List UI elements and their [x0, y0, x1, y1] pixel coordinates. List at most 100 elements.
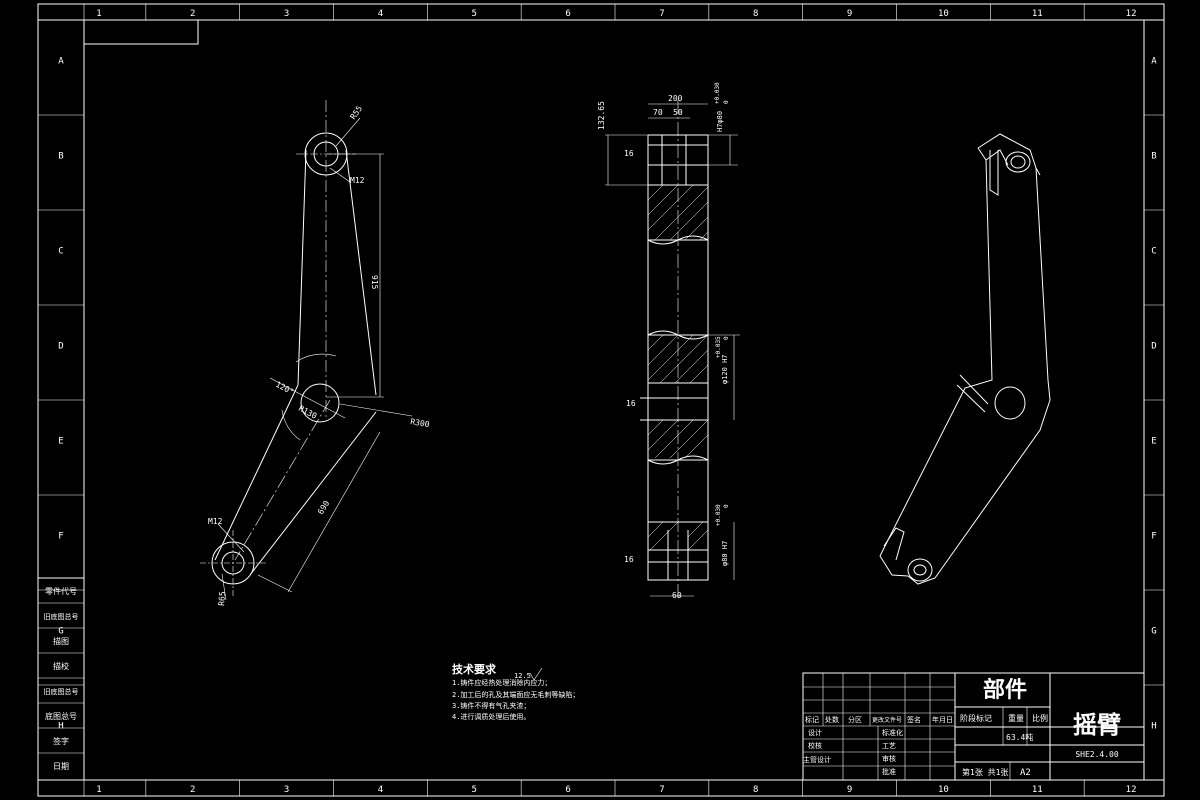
role-design: 设计 — [808, 728, 822, 737]
weight-value: 63.4吨 — [1006, 732, 1033, 742]
dim-690: 690 — [316, 499, 331, 516]
zone-row-G-left: G — [58, 627, 63, 637]
dim-m12-bottom: M12 — [208, 517, 223, 526]
strip-label-2: 描图 — [53, 636, 69, 646]
inner-border — [83, 19, 1145, 781]
zone-col-1-top: 1 — [96, 9, 101, 19]
zone-col-10-top: 10 — [938, 9, 949, 19]
role-standard: 标准化 — [882, 728, 903, 737]
dim-m12-top: M12 — [350, 176, 365, 185]
sec-dim-50: 50 — [673, 108, 683, 117]
sec-dim-16-top: 16 — [624, 149, 634, 158]
zone-row-F-left: F — [58, 532, 63, 542]
top-left-box — [83, 19, 199, 45]
sec-dim-132: 132.65 — [597, 101, 606, 130]
sec-dim-h7phi80-top: H7φ80 — [716, 111, 724, 132]
sec-dim-16-bot: 16 — [624, 555, 634, 564]
dim-120deg: 120° — [274, 380, 295, 397]
strip-label-0: 零件代号 — [45, 586, 77, 596]
zone-row-H-left: H — [58, 722, 63, 732]
zone-col-6-bot: 6 — [565, 785, 570, 795]
zone-col-4-bot: 4 — [378, 785, 383, 795]
role-process: 工艺 — [882, 742, 896, 750]
left-strip: 零件代号 旧底图总号 描图 描校 旧底图总号 底图总号 签字 日期 — [37, 577, 85, 781]
strip-label-1: 旧底图总号 — [44, 612, 79, 621]
zone-col-5-top: 5 — [472, 9, 477, 19]
zone-col-10-bot: 10 — [938, 785, 949, 795]
strip-label-6: 签字 — [53, 736, 69, 746]
title-block: 标记 处数 分区 更改文件号 签名 年月日 设计 校核 主管设计 标准化 工艺 … — [802, 672, 1145, 781]
sec-dim-tol-top: +0.030 — [714, 82, 721, 104]
th-count: 处数 — [825, 715, 839, 724]
sec-dim-16-mid: 16 — [626, 399, 636, 408]
zone-row-H-right: H — [1151, 722, 1156, 732]
strip-label-5: 底图总号 — [45, 711, 77, 721]
th-mark: 标记 — [805, 715, 819, 724]
dim-r55: R55 — [348, 104, 364, 121]
sec-dim-tol-top-0: 0 — [723, 100, 730, 104]
zone-row-A-right: A — [1151, 57, 1157, 67]
zone-row-B-right: B — [1151, 152, 1156, 162]
zone-col-7-top: 7 — [659, 9, 664, 19]
strip-label-3: 描校 — [53, 661, 69, 671]
role-review: 审核 — [882, 754, 896, 763]
zone-col-9-top: 9 — [847, 9, 852, 19]
sec-dim-200: 200 — [668, 94, 683, 103]
sec-dim-tol-mid-0: 0 — [723, 336, 730, 340]
role-chief: 主管设计 — [803, 755, 831, 764]
sec-dim-phi80: φ80 H7 — [721, 541, 729, 566]
zone-row-A-left: A — [58, 57, 64, 67]
zone-col-7-bot: 7 — [659, 785, 664, 795]
strip-label-4: 旧底图总号 — [44, 687, 79, 696]
note-line-1: 1.铸件应经热处理消除内应力； — [452, 678, 551, 687]
note-line-2: 2.加工后的孔及其端面应无毛刺等缺陷； — [452, 690, 579, 699]
sec-dim-tol-mid: +0.035 — [715, 336, 722, 358]
technical-notes: 技术要求 12.5 1.铸件应经热处理消除内应力； 2.加工后的孔及其端面应无毛… — [452, 662, 579, 721]
dim-915: 915 — [370, 275, 379, 290]
role-check: 校核 — [808, 741, 822, 750]
zone-row-G-right: G — [1151, 627, 1156, 637]
th-sign: 签名 — [907, 715, 921, 724]
zone-row-C-left: C — [58, 247, 63, 257]
zone-row-E-right: E — [1151, 437, 1156, 447]
front-view: R55 M12 915 R130 R300 M12 R65 690 120° — [200, 100, 430, 606]
th-date: 年月日 — [932, 715, 953, 724]
notes-title: 技术要求 — [452, 662, 497, 676]
note-line-4: 4.进行调质处理后使用。 — [452, 712, 530, 721]
note-line-3: 3.铸件不得有气孔夹渣； — [452, 701, 530, 710]
sec-dim-60: 60 — [672, 591, 682, 600]
zone-row-D-left: D — [58, 342, 63, 352]
zone-col-4-top: 4 — [378, 9, 383, 19]
sec-dim-tol-bot: +0.030 — [715, 504, 722, 526]
zone-col-8-bot: 8 — [753, 785, 758, 795]
zone-col-5-bot: 5 — [472, 785, 477, 795]
strip-label-7: 日期 — [53, 762, 69, 771]
th-zone: 分区 — [848, 715, 862, 724]
zone-col-3-top: 3 — [284, 9, 289, 19]
drawing-number: SHE2.4.00 — [1075, 750, 1119, 759]
zone-col-12-bot: 12 — [1126, 785, 1137, 795]
zone-col-3-bot: 3 — [284, 785, 289, 795]
stage-mark: 阶段标记 — [960, 713, 992, 723]
dim-r130: R130 — [297, 404, 318, 421]
zone-row-B-left: B — [58, 152, 63, 162]
zone-col-1-bot: 1 — [96, 785, 101, 795]
paper-size: A2 — [1020, 768, 1031, 778]
zone-col-11-top: 11 — [1032, 9, 1043, 19]
zone-col-8-top: 8 — [753, 9, 758, 19]
zone-col-6-top: 6 — [565, 9, 570, 19]
sec-dim-70: 70 — [653, 108, 663, 117]
zone-row-C-right: C — [1151, 247, 1156, 257]
section-view: 200 70 50 132.65 H7φ80 +0.030 0 16 +0.03… — [597, 82, 740, 600]
zone-col-11-bot: 11 — [1032, 785, 1043, 795]
roughness-value: 12.5 — [514, 672, 531, 680]
dim-r65: R65 — [217, 591, 227, 606]
part-header: 部件 — [983, 677, 1027, 703]
sheet-text: 第1张 共1张 — [962, 767, 1008, 777]
zone-col-2-top: 2 — [190, 9, 195, 19]
zone-col-12-top: 12 — [1126, 9, 1137, 19]
th-docno: 更改文件号 — [872, 716, 902, 724]
isometric-view — [879, 133, 1051, 585]
